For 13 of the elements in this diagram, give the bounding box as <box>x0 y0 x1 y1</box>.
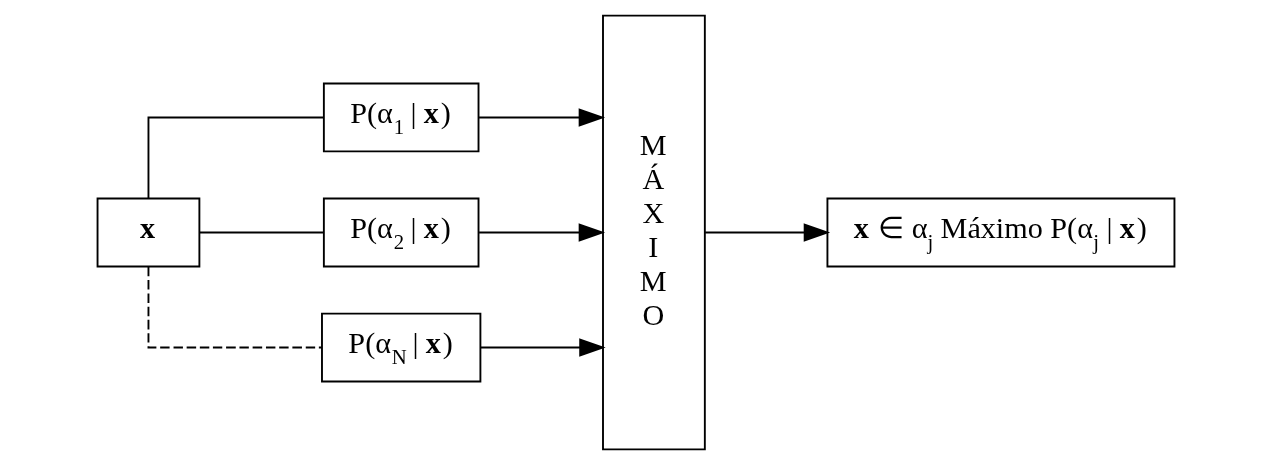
connector <box>147 116 325 199</box>
node-box: P(α$_{1}$ | x) <box>322 82 480 153</box>
arrow <box>478 108 606 127</box>
node-box: P(α$_{N}$ | x) <box>321 312 482 383</box>
arrow <box>479 338 606 357</box>
arrow <box>704 223 831 242</box>
node-box: x <box>96 197 201 268</box>
connector <box>198 231 325 234</box>
node-box: x ∈ α$_{j}$ Máximo P(α$_{j}$ | x) <box>826 197 1176 268</box>
connector <box>147 266 323 349</box>
node-box: P(α$_{2}$ | x) <box>322 197 480 268</box>
node-box: MÁXIMO <box>602 14 706 451</box>
arrow <box>478 223 606 242</box>
